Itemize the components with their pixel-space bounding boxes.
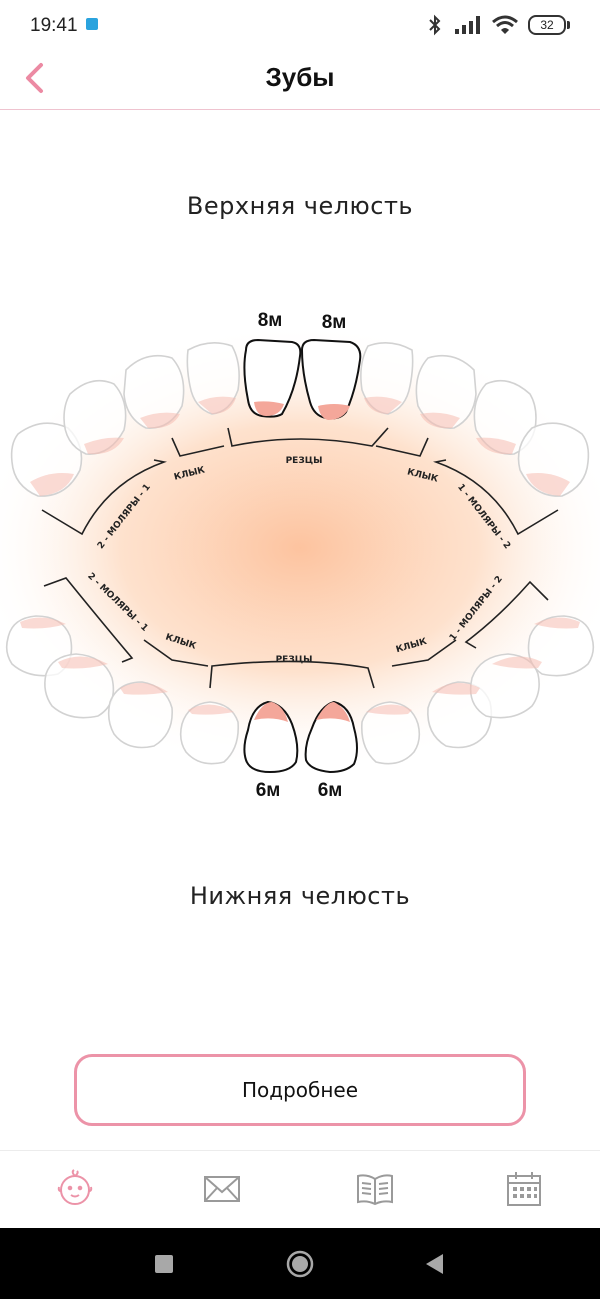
triangle-back-icon: [426, 1254, 443, 1274]
baby-face-icon: [57, 1169, 93, 1205]
calendar-icon: [507, 1172, 541, 1206]
upper-left-incisor-age: 8м: [258, 310, 283, 331]
upper-erupted-incisors: [243, 338, 362, 420]
envelope-icon: [204, 1176, 240, 1202]
square-icon: [155, 1255, 173, 1273]
lower-incisors-label: РЕЗЦЫ: [276, 655, 313, 665]
upper-faded-gums: [30, 396, 570, 496]
app-header: Зубы: [0, 52, 600, 110]
lower-jaw-title: Нижняя челюсть: [189, 882, 411, 910]
system-nav-bar: [0, 1228, 600, 1299]
home-button[interactable]: [284, 1248, 316, 1280]
tooth-lower-left-canine: [107, 681, 173, 749]
lower-erupted-incisors: [243, 700, 358, 774]
tooth-upper-left-canine: [123, 354, 185, 429]
recent-apps-button[interactable]: [148, 1248, 180, 1280]
upper-tooth-ages: 8м 8м: [258, 310, 347, 333]
back-system-button[interactable]: [418, 1248, 450, 1280]
tooth-lower-right-incisor-2: [360, 701, 421, 765]
lower-jaw-brackets: [43, 577, 549, 689]
book-icon: [357, 1174, 393, 1206]
upper-jaw-title: Верхняя челюсть: [186, 192, 414, 220]
lower-left-incisor-age: 6м: [256, 780, 281, 801]
tooth-lower-left-incisor-2: [179, 701, 240, 765]
teeth-diagram: РЕЗЦЫ КЛЫК КЛЫК 2 - МОЛЯРЫ - 1 1 - МОЛЯР…: [0, 310, 600, 801]
upper-right-incisor-age: 8м: [322, 312, 347, 333]
tooth-upper-left-central-incisor: [243, 338, 302, 418]
details-button[interactable]: Подробнее: [74, 1054, 526, 1126]
lower-faded-gums: [20, 617, 580, 715]
lower-right-incisor-age: 6м: [318, 780, 343, 801]
status-bar: 19:41 32: [0, 0, 600, 52]
upper-incisors-label: РЕЗЦЫ: [286, 456, 323, 466]
lower-faded-teeth: [5, 615, 595, 765]
page-title: Зубы: [265, 62, 335, 92]
nav-item-messages[interactable]: [199, 1167, 245, 1211]
nav-item-calendar[interactable]: [501, 1167, 547, 1211]
back-button[interactable]: [14, 58, 54, 98]
bluetooth-icon: [429, 14, 441, 36]
bottom-nav: [0, 1150, 600, 1228]
home-circle-icon: [286, 1250, 314, 1278]
lower-tooth-ages: 6м 6м: [256, 780, 343, 801]
chevron-left-icon: [26, 63, 43, 93]
status-icons: 32: [426, 14, 570, 36]
upper-faded-teeth: [10, 342, 590, 497]
tooth-lower-right-molar-1: [469, 653, 540, 719]
tooth-upper-right-canine: [415, 354, 477, 429]
nav-item-baby[interactable]: [52, 1167, 98, 1211]
signal-icon: [455, 16, 480, 34]
mouth-glow: [0, 323, 600, 773]
upper-jaw-brackets: [41, 427, 559, 536]
nav-item-diary[interactable]: [352, 1167, 398, 1211]
status-time: 19:41: [30, 15, 78, 36]
battery-level: 32: [528, 15, 566, 35]
wifi-icon: [492, 15, 518, 34]
battery-icon: 32: [528, 15, 570, 35]
app-notification-icon: [86, 18, 98, 30]
